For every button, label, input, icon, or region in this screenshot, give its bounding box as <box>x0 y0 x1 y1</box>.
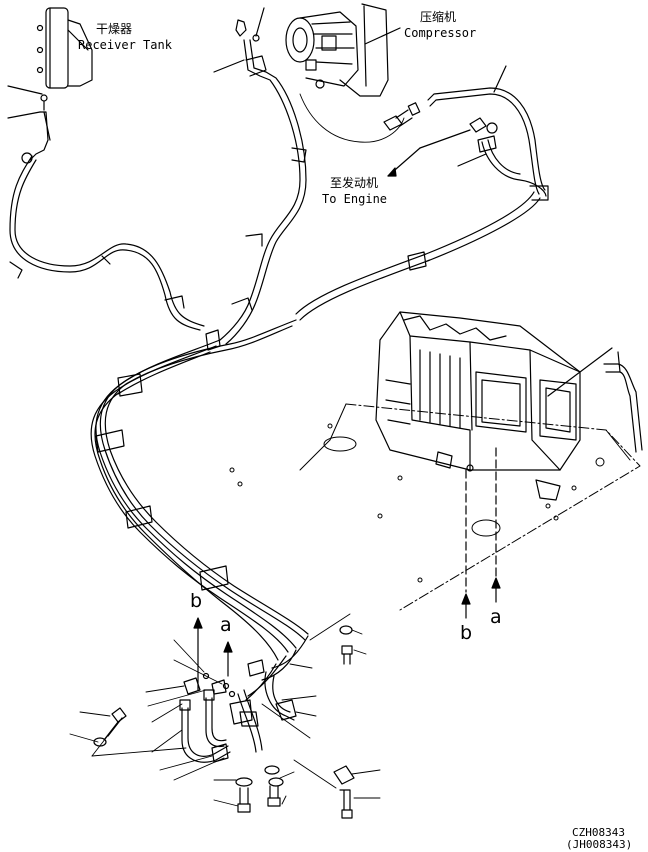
to-engine-fittings <box>383 102 498 177</box>
receiver-tank <box>36 7 93 111</box>
receiver-tank-leaders <box>7 85 43 119</box>
receiver-hose <box>9 111 205 331</box>
compressor-label-en: Compressor <box>404 26 477 40</box>
drawing-code-alt: (JH008343) <box>566 838 633 851</box>
main-hose-bundle <box>90 319 309 661</box>
floor-plate <box>229 403 641 611</box>
compressor-label-cn: 压缩机 <box>420 10 457 24</box>
ac-unit-drain-hose <box>603 351 643 453</box>
ref-lines-right <box>461 447 501 619</box>
ref-label-a-right: a <box>490 606 502 628</box>
drawing-code: CZH08343 <box>572 826 625 839</box>
compressor-hoses <box>219 39 405 345</box>
compressor <box>235 3 389 97</box>
bottom-hose-assembly <box>179 635 309 763</box>
ref-label-a-left: a <box>220 614 232 636</box>
to-engine-label-en: To Engine <box>322 192 388 206</box>
bottom-leaders <box>69 613 381 807</box>
to-engine-label-cn: 至发动机 <box>330 176 379 190</box>
receiver-tank-label-en: Receiver Tank <box>78 38 172 52</box>
ref-lines-left <box>193 617 233 691</box>
ac-unit-leaders <box>547 347 613 397</box>
bolts-and-washers <box>93 625 355 819</box>
ac-unit <box>375 311 581 501</box>
ref-label-b-left: b <box>190 590 203 612</box>
engine-hose <box>295 65 549 321</box>
ref-label-b-right: b <box>460 622 473 644</box>
compressor-leaders <box>213 7 401 73</box>
receiver-tank-label-cn: 干燥器 <box>96 22 133 36</box>
